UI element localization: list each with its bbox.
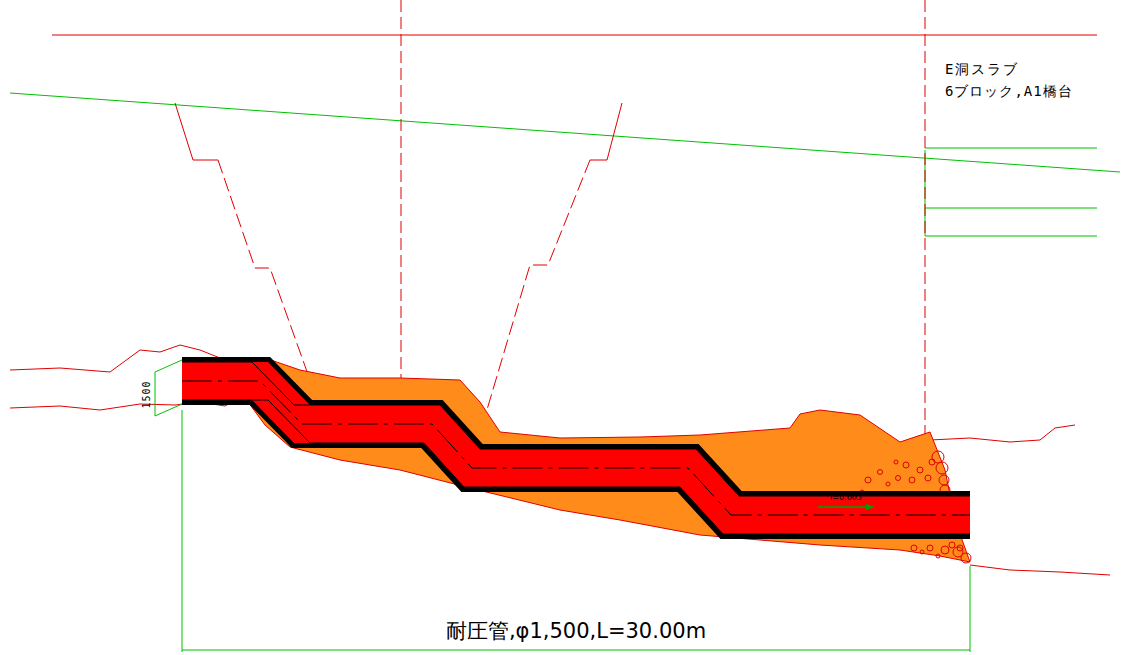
cobble [917, 467, 923, 473]
gradient-arrow [818, 504, 875, 510]
cobble [949, 542, 955, 548]
gradient-text: i=0.605 [830, 494, 862, 503]
reference-line [52, 35, 1097, 36]
cobble [903, 462, 909, 468]
cobble [936, 462, 948, 474]
cobble [865, 477, 871, 483]
cobble [941, 546, 949, 554]
slab-note: E洞スラブ [945, 62, 1019, 77]
cobble [896, 476, 901, 481]
cobble [927, 545, 933, 551]
cobble [909, 477, 915, 483]
cobble [957, 545, 963, 551]
pressure-pipe [182, 381, 970, 515]
height-dimension [155, 360, 182, 416]
abutment-note: 6ブロック,A1橋台 [945, 84, 1073, 99]
cobble [894, 460, 898, 464]
cobble [886, 482, 890, 486]
abutment-lines [925, 148, 1097, 236]
cobble [936, 554, 940, 558]
cobble [939, 475, 949, 485]
slab-line [10, 93, 1120, 172]
ground-line [10, 345, 1110, 575]
cobble [929, 459, 935, 465]
length-dimension [182, 410, 970, 652]
pipe-dimension-text: 耐圧管,φ1,500,L=30.00m [446, 620, 706, 643]
cobble [932, 451, 944, 463]
cobble [961, 553, 971, 563]
cobble [925, 475, 931, 481]
dimension-text: 1500 [141, 380, 152, 408]
cobble [911, 545, 917, 551]
cobble [878, 470, 883, 475]
cobble [920, 550, 924, 554]
pipe-inner-lines [182, 362, 970, 534]
